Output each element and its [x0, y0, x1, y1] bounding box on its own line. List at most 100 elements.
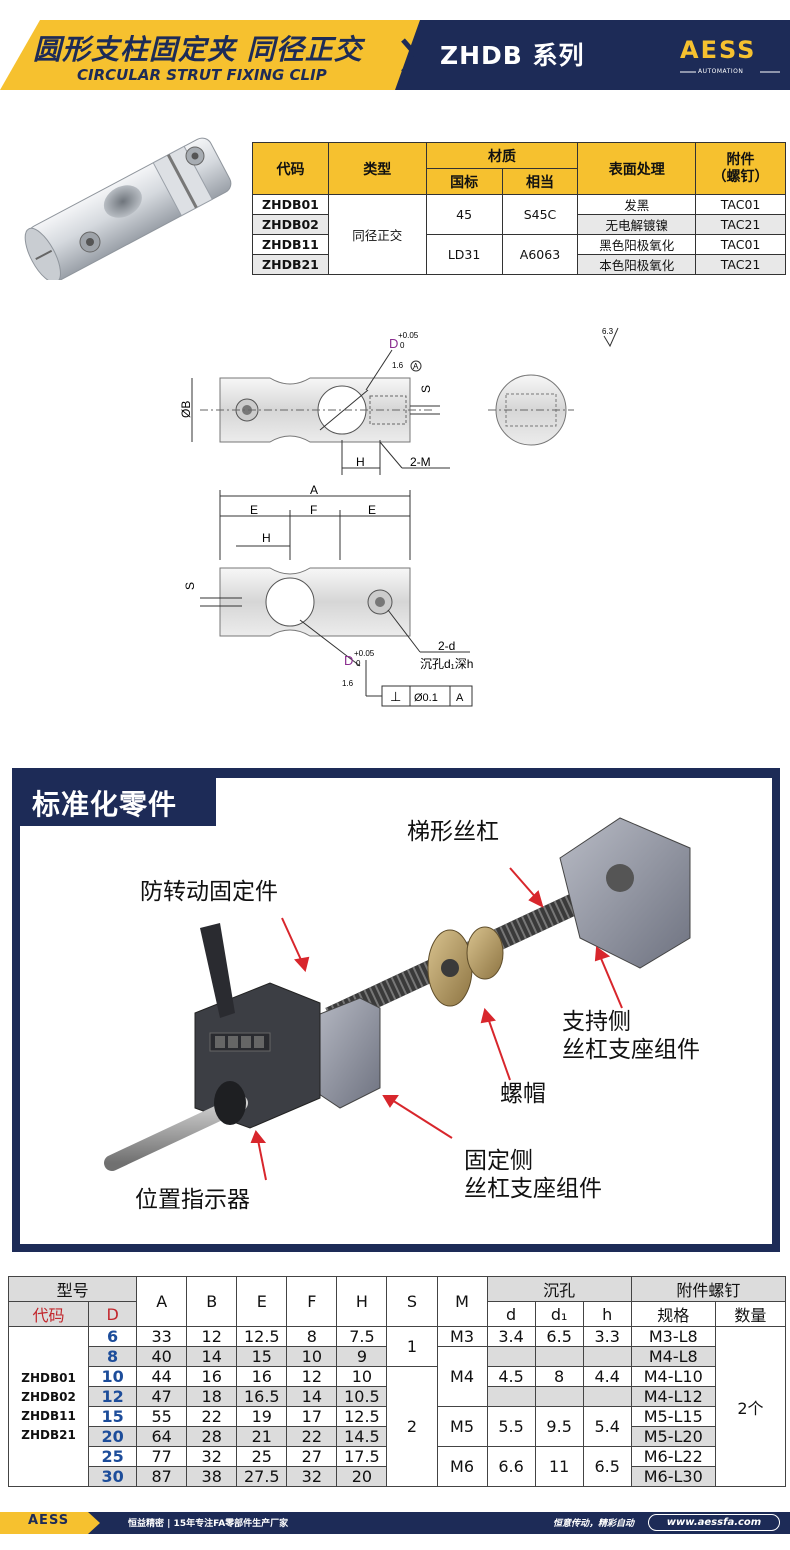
b-value: 12 [186, 1326, 238, 1347]
cb-h-value: 5.4 [582, 1406, 632, 1447]
code-cell: ZHDB01 [252, 194, 329, 215]
cb-h-value: 4.4 [582, 1366, 632, 1387]
footer-url-link[interactable]: www.aessfa.com [648, 1514, 780, 1531]
footer-slogan-left: 恒益精密 | 15年专注FA零部件生产厂家 [128, 1519, 289, 1529]
th-counterbore: 沉孔 [486, 1276, 632, 1302]
th-surface: 表面处理 [577, 142, 697, 195]
a-value: 40 [136, 1346, 188, 1367]
material-std: 45 [425, 194, 503, 235]
header-yellow-band [0, 20, 440, 90]
footer-logo: AESS [28, 1513, 70, 1528]
label-lead-screw: 梯形丝杠 [407, 819, 499, 845]
code-cell: ZHDB21 [252, 254, 329, 275]
th-screw: 附件螺钉 [630, 1276, 787, 1302]
b-value: 28 [186, 1426, 238, 1447]
screw-spec: M4-L12 [630, 1386, 716, 1407]
h-value: 14.5 [336, 1426, 388, 1447]
e-value: 16.5 [236, 1386, 288, 1407]
b-value: 16 [186, 1366, 238, 1387]
a-value: 87 [136, 1466, 188, 1487]
dim-a: A [310, 483, 318, 497]
screw-spec: M3-L8 [630, 1326, 716, 1347]
screw-spec: M5-L20 [630, 1426, 716, 1447]
cb-d-empty [486, 1386, 536, 1407]
dim-h-top: H [356, 455, 365, 469]
e-value: 16 [236, 1366, 288, 1387]
header-series: ZHDB 系列 [440, 41, 585, 70]
d-value: 12 [88, 1386, 138, 1407]
d-value: 30 [88, 1466, 138, 1487]
m-value: M3 [436, 1326, 488, 1347]
a-value: 33 [136, 1326, 188, 1347]
e-value: 19 [236, 1406, 288, 1427]
dim-phi-b: ØB [179, 401, 193, 418]
code-item: ZHDB11 [21, 1408, 76, 1423]
code-item: ZHDB01 [21, 1370, 76, 1385]
d-value: 6 [88, 1326, 138, 1347]
a-value: 55 [136, 1406, 188, 1427]
b-value: 18 [186, 1386, 238, 1407]
perp-tolerance: Ø0.1 [414, 692, 438, 704]
cb-d1-value: 6.5 [534, 1326, 584, 1347]
m-value: M5 [436, 1406, 488, 1447]
standard-parts-title: 标准化零件 [20, 778, 216, 826]
d-label-top: D [389, 336, 398, 351]
m-value: M4 [436, 1346, 488, 1407]
f-value: 32 [286, 1466, 338, 1487]
th-code: 代码 [7, 1301, 90, 1327]
surface-cell: 黑色阳极氧化 [577, 234, 697, 255]
th-equiv: 相当 [501, 168, 579, 195]
cb-h-empty [582, 1346, 632, 1367]
th-m: M [436, 1276, 488, 1327]
b-value: 32 [186, 1446, 238, 1467]
lead-screw-assembly-illustration [104, 817, 691, 1181]
cb-h-value: 3.3 [582, 1326, 632, 1347]
material-std: LD31 [425, 234, 503, 275]
d-value: 25 [88, 1446, 138, 1467]
e-value: 25 [236, 1446, 288, 1467]
s-value: 1 [386, 1326, 438, 1367]
page-header: 圆形支柱固定夹 同径正交 CIRCULAR STRUT FIXING CLIP … [0, 0, 790, 100]
m-value: M6 [436, 1446, 488, 1487]
logo-text: AESS [680, 36, 757, 64]
th-qty: 数量 [714, 1301, 787, 1327]
footer-bar [0, 1512, 790, 1534]
label-nut: 螺帽 [500, 1081, 546, 1107]
screw-spec: M4-L10 [630, 1366, 716, 1387]
th-model: 型号 [7, 1276, 138, 1302]
tol-zero-bottom: 0 [356, 659, 361, 668]
label-support-side: 支持侧 丝杠支座组件 [562, 1009, 700, 1063]
footer-logo-band [0, 1512, 100, 1534]
technical-drawing: ØB S H 2-M D +0.05 0 1.6 A 6.3 A E F E H… [179, 327, 619, 707]
cb-d1-value: 11 [534, 1446, 584, 1487]
e-value: 27.5 [236, 1466, 288, 1487]
cb-d1-value: 8 [534, 1366, 584, 1387]
th-h: H [336, 1276, 388, 1327]
code-list: ZHDB01 ZHDB02 ZHDB11 ZHDB21 [7, 1326, 90, 1487]
screw-spec: M6-L22 [630, 1446, 716, 1467]
material-equiv: A6063 [501, 234, 579, 275]
th-b: B [186, 1276, 238, 1327]
logo-underline [680, 71, 780, 73]
d-value: 20 [88, 1426, 138, 1447]
label-anti-rotation: 防转动固定件 [140, 879, 278, 905]
tol-zero: 0 [400, 341, 405, 350]
cb-d-empty [486, 1346, 536, 1367]
a-value: 44 [136, 1366, 188, 1387]
th-type: 类型 [327, 142, 427, 195]
h-value: 10.5 [336, 1386, 388, 1407]
h-value: 7.5 [336, 1326, 388, 1347]
accessory-cell: TAC21 [695, 214, 786, 235]
screw-spec: M4-L8 [630, 1346, 716, 1367]
accessory-cell: TAC01 [695, 234, 786, 255]
th-d1: d₁ [534, 1301, 584, 1327]
spec-table: 型号 A B E F H S M 沉孔 附件螺钉 代码 D d d₁ h 规格 … [7, 1276, 787, 1487]
accessory-cell: TAC21 [695, 254, 786, 275]
cb-d-value: 6.6 [486, 1446, 536, 1487]
h-value: 10 [336, 1366, 388, 1387]
dim-h-front: H [262, 531, 271, 545]
b-value: 38 [186, 1466, 238, 1487]
code-table: 代码 类型 材质 表面处理 附件 （螺钉） 国标 相当 ZHDB01 同径正交 … [252, 142, 786, 275]
perp-symbol: ⊥ [390, 689, 401, 704]
th-std: 国标 [425, 168, 503, 195]
